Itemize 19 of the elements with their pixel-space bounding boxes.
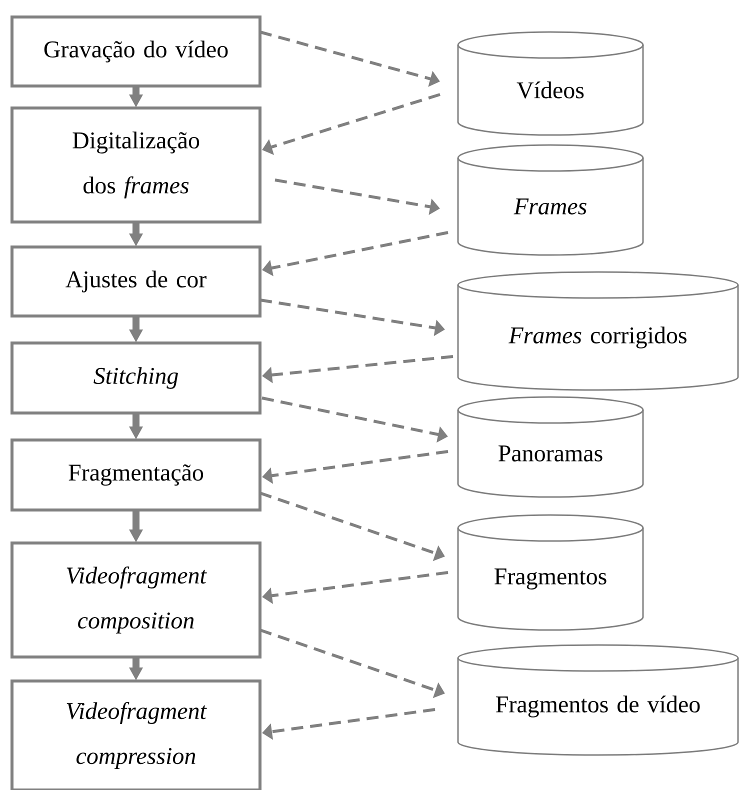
storage-cylinder: Panoramas [457, 396, 644, 498]
node-label: Frames corrigidos [508, 326, 686, 348]
node-label: Fragmentos [494, 568, 606, 590]
node-label: Panoramas [498, 446, 602, 462]
node-label: Fragmentos de vídeo [496, 696, 700, 718]
process-box: Ajustes de cor [10, 246, 262, 318]
process-box: Videofragment composition [10, 542, 262, 658]
storage-cylinder: Vídeos [457, 31, 644, 136]
node-label: Vídeos [516, 81, 584, 99]
process-box: Digitalização dos frames [10, 106, 262, 224]
storage-cylinder: Frames corrigidos [457, 271, 739, 391]
node-label: Frames [514, 198, 586, 214]
storage-cylinder: Fragmentos [457, 514, 644, 631]
process-box: Stitching [10, 342, 262, 414]
process-box: Videofragment compression [10, 680, 262, 790]
storage-cylinder: Frames [457, 144, 644, 256]
process-box: Gravação do vídeo [10, 16, 262, 88]
storage-cylinder: Fragmentos de vídeo [457, 644, 739, 756]
process-box: Fragmentação [10, 438, 262, 512]
